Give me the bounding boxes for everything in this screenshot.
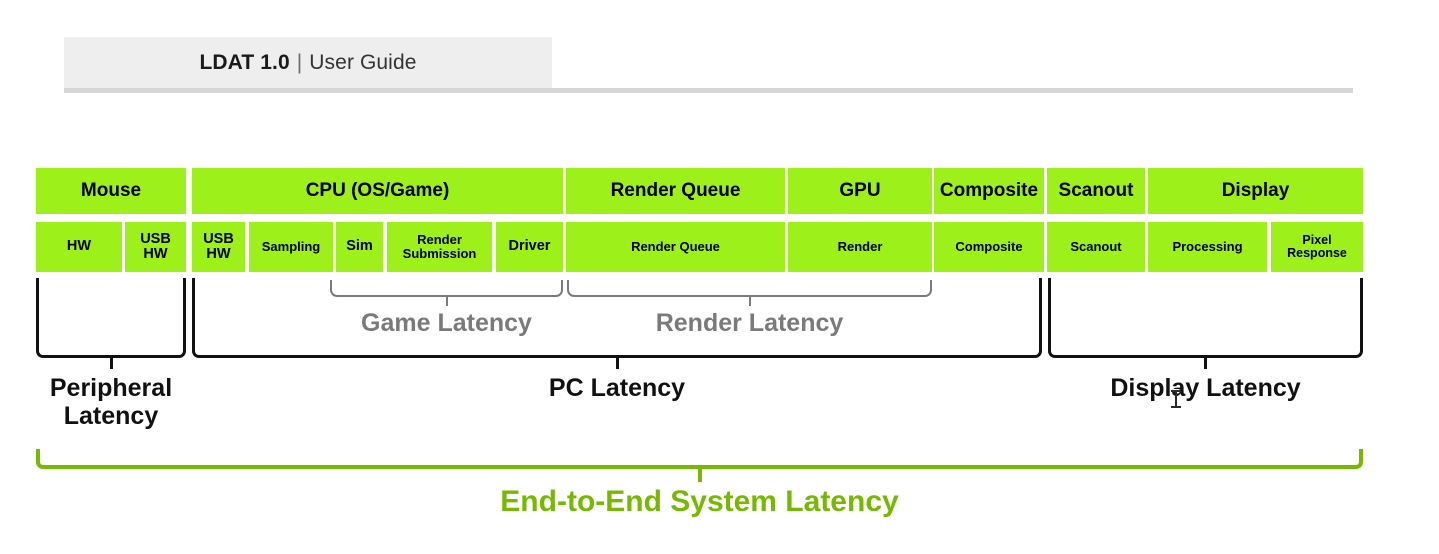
substage-box-composite: Composite [934,222,1044,272]
text-cursor-icon [1170,389,1181,409]
bracket-render-latency [567,280,932,306]
substage-box-render-submission: Render Submission [387,222,492,272]
substage-box-render: Render [788,222,932,272]
bracket-line [1048,278,1363,358]
page-title: LDAT 1.0 | User Guide [64,37,552,88]
stage-box-composite: Composite [934,168,1044,214]
bracket-tick [748,297,751,306]
bracket-label-render-latency: Render Latency [655,309,844,337]
bracket-pc-latency [192,278,1042,369]
bracket-end-to-end-system-latency [36,449,1363,482]
header-product-name: LDAT 1.0 [199,50,290,74]
bracket-line [330,280,563,297]
bracket-line [192,278,1042,358]
bracket-label-pc-latency: PC Latency [548,374,686,402]
bracket-game-latency [330,280,563,306]
substage-box-usb-hw: USB HW [192,222,245,272]
substage-box-sampling: Sampling [249,222,333,272]
header-band [64,37,552,88]
substage-box-driver: Driver [496,222,563,272]
stage-box-cpu-os-game: CPU (OS/Game) [192,168,563,214]
stage-box-gpu: GPU [788,168,932,214]
stage-box-render-queue: Render Queue [566,168,785,214]
bracket-tick [1204,358,1207,369]
bracket-tick [109,358,113,369]
substage-box-processing: Processing [1148,222,1267,272]
bracket-label-end-to-end-system-latency: End-to-End System Latency [500,485,899,518]
bracket-line [36,278,186,358]
stage-box-scanout: Scanout [1047,168,1145,214]
substage-box-pixel-response: Pixel Response [1271,222,1363,272]
bracket-tick [445,297,448,306]
header-divider [64,88,1353,93]
bracket-label-peripheral-latency: Peripheral Latency [49,374,173,430]
bracket-tick [697,469,702,482]
substage-box-render-queue: Render Queue [566,222,785,272]
header-separator: | [296,50,303,74]
substage-box-usb-hw: USB HW [125,222,186,272]
bracket-label-game-latency: Game Latency [361,309,532,337]
header-subtitle: User Guide [309,50,417,74]
bracket-line [36,449,1363,469]
stage-box-display: Display [1148,168,1363,214]
bracket-display-latency [1048,278,1363,369]
bracket-tick [615,358,619,369]
bracket-label-display-latency: Display Latency [1110,374,1301,402]
bracket-line [567,280,932,297]
substage-box-sim: Sim [336,222,383,272]
substage-box-scanout: Scanout [1047,222,1145,272]
substage-box-hw: HW [36,222,122,272]
bracket-peripheral-latency [36,278,186,369]
stage-box-mouse: Mouse [36,168,186,214]
